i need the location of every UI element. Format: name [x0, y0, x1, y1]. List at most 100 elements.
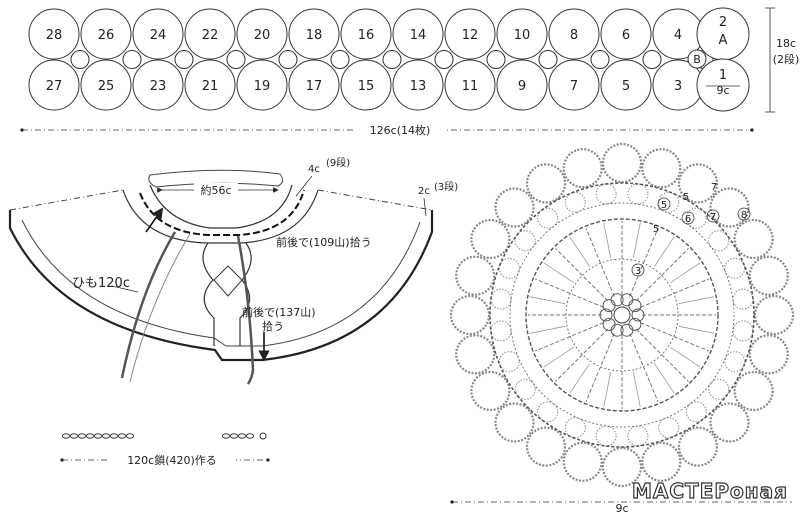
inner-loop: [564, 191, 586, 213]
strip-motif-number: 15: [358, 79, 375, 94]
strip-motif-number: 24: [150, 28, 167, 43]
strip-motif-number: 4: [674, 28, 682, 43]
inner-loop: [498, 351, 520, 373]
center-petal: [620, 323, 634, 337]
outer-scallop: [470, 218, 511, 260]
height-label: 18c: [776, 37, 796, 50]
outer-scallop: [641, 148, 682, 189]
width-label: 126c(14枚): [370, 123, 431, 137]
capelet-diagram: 約56c 4c (9段) 2c (3段) 前後で(109山)拾う 前後で(137…: [8, 156, 458, 385]
motif-spoke: [555, 248, 609, 302]
strip-motif-number: 26: [98, 28, 115, 43]
strip-motif: [236, 8, 288, 60]
strip-motif-number: 22: [202, 28, 219, 43]
inner-loop: [564, 417, 586, 439]
motif-spoke-short: [569, 236, 591, 268]
inner-loop: [732, 288, 754, 310]
outer-scallop: [494, 187, 535, 228]
chain-stitch: [229, 433, 239, 439]
inner-loop: [627, 183, 649, 205]
strip-motif-number: 10: [514, 28, 531, 43]
motif-right-bottom: [696, 58, 750, 112]
inner-loop: [708, 378, 730, 400]
inner-loop: [498, 257, 520, 279]
motif-size-label: 9c: [716, 84, 729, 97]
chain-cord-diagram: 120c鎖(420)作る: [60, 432, 270, 467]
outer-scallop: [470, 370, 511, 412]
motif-magic-ring: [613, 306, 631, 324]
outer-scallop: [677, 426, 719, 467]
strip-motif-number: 19: [254, 79, 271, 94]
strip-motif: [28, 59, 80, 111]
shoulder-line-right: [317, 189, 433, 211]
strip-motif: [340, 59, 392, 111]
strip-motif: [236, 59, 288, 111]
round-label-7a: 7: [711, 182, 717, 193]
chain-stitch: [221, 433, 231, 439]
strip-joiner-motif: [590, 50, 610, 69]
outer-scallop: [748, 255, 789, 296]
strip-joiner-motif: [642, 50, 662, 69]
strip-motif: [132, 59, 184, 111]
motif-spoke-short: [569, 362, 591, 394]
strip-motif-number: 21: [202, 79, 219, 94]
strip-motif: [392, 59, 444, 111]
inner-loop: [514, 230, 536, 252]
motif-spoke: [535, 322, 604, 352]
pickup-upper-label: 前後で(109山)拾う: [276, 235, 372, 249]
strip-joiner-motif: [382, 50, 402, 69]
motif-spoke-short: [529, 296, 566, 305]
strip-joiner-motif: [538, 50, 558, 69]
motif-spoke-short: [653, 362, 675, 394]
inner-loop: [658, 417, 680, 439]
neck-opening: [148, 169, 284, 188]
strip-motif-number: 6: [622, 28, 630, 43]
strip-motif-number: 12: [462, 28, 479, 43]
inner-loop: [490, 288, 512, 310]
motif-round-3: [565, 258, 679, 372]
outer-scallop: [525, 426, 567, 467]
capelet-outer-edge: [8, 210, 434, 362]
outer-scallop: [733, 370, 774, 412]
motif-spoke: [640, 278, 709, 308]
strip-motif-number: 16: [358, 28, 375, 43]
outer-scallop: [677, 163, 719, 204]
motif-round-6: [489, 182, 755, 448]
inner-loop: [724, 257, 746, 279]
round-label-8: 8: [741, 210, 747, 221]
front-opening-diamond: [213, 265, 243, 297]
chain-stitch: [77, 433, 87, 439]
outer-scallop: [562, 148, 603, 189]
center-petal: [631, 308, 645, 322]
strip-motif-number: 27: [46, 79, 63, 94]
tie-left: [120, 231, 177, 379]
outer-scallop: [562, 441, 603, 482]
edge-band-rows: (3段): [434, 180, 458, 193]
strip-motif: [288, 8, 340, 60]
chain-end-loop: [259, 432, 267, 440]
motif-spoke-short: [669, 262, 701, 284]
tie-right: [236, 235, 255, 385]
chain-stitch: [101, 433, 111, 439]
inner-loop: [685, 401, 707, 423]
cord-label: 120c鎖(420)作る: [127, 453, 217, 467]
round-label-5b: 5: [661, 200, 667, 211]
chain-stitch: [117, 433, 127, 439]
strip-motif-number: 8: [570, 28, 578, 43]
strip-motif: [444, 8, 496, 60]
motif-round-4: [525, 218, 719, 412]
motif-spoke-short: [603, 371, 612, 408]
inner-loop: [627, 425, 649, 447]
chain-stitches-right: [221, 433, 255, 439]
motif-spoke: [629, 333, 659, 402]
strip-joiner-motif: [330, 50, 350, 69]
strip-motif: [496, 8, 548, 60]
pickup-lower-label-2: 拾う: [262, 319, 284, 333]
inner-loop: [595, 425, 617, 447]
chain-stitch: [237, 433, 247, 439]
strip-motif: [184, 59, 236, 111]
outer-scallop: [709, 187, 750, 228]
inner-loop: [537, 401, 559, 423]
motif-spoke-short: [529, 325, 566, 334]
